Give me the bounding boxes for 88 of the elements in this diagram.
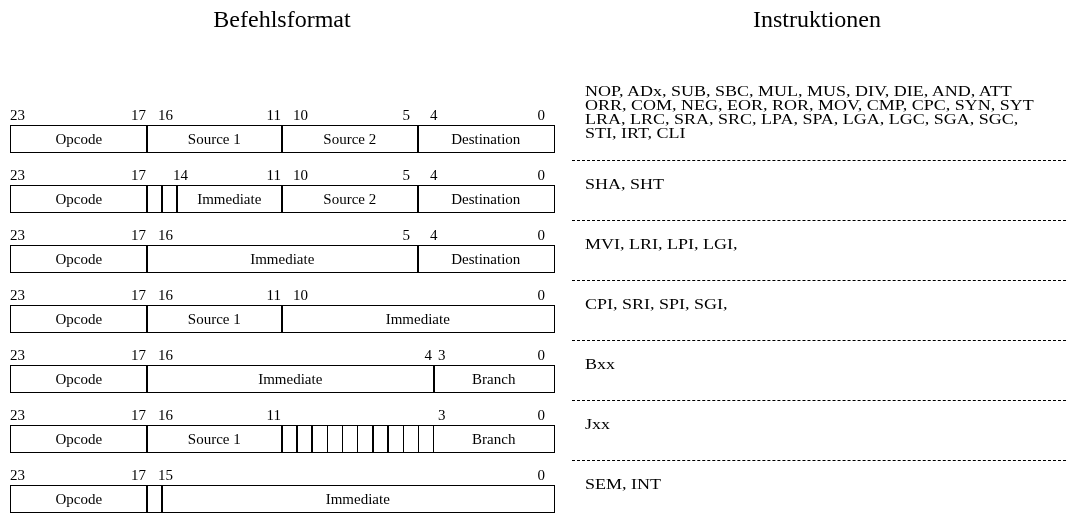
bit-field: Immediate: [281, 305, 555, 333]
bit-number: 17: [131, 407, 146, 423]
bit-field: Opcode: [10, 125, 148, 153]
bit-number: 11: [266, 407, 281, 423]
bit-number: 16: [158, 407, 173, 423]
bit-number: 0: [537, 347, 545, 363]
empty-bit-field: [281, 425, 298, 453]
bit-field: Immediate: [176, 185, 283, 213]
bit-number: 3: [438, 347, 446, 363]
empty-bit-field: [372, 425, 389, 453]
bit-number: 4: [430, 167, 438, 183]
bit-field: Branch: [433, 365, 555, 393]
instruction-list: SEM, INT: [585, 477, 1047, 491]
column-heading: Instruktionen: [753, 6, 881, 33]
instruction-list: MVI, LRI, LPI, LGI,: [585, 237, 1047, 251]
bit-field: Opcode: [10, 245, 148, 273]
bit-number: 3: [438, 407, 446, 423]
bit-number: 10: [293, 167, 308, 183]
empty-bit-field: [402, 425, 420, 453]
bit-number: 23: [10, 227, 25, 243]
bit-field: Source 1: [146, 425, 283, 453]
empty-bit-field: [341, 425, 359, 453]
bit-number: 17: [131, 107, 146, 123]
bit-number: 0: [537, 167, 545, 183]
bit-field: Source 1: [146, 305, 283, 333]
bit-number: 23: [10, 167, 25, 183]
bit-field: Destination: [417, 185, 555, 213]
bit-number: 16: [158, 227, 173, 243]
empty-bit-field: [417, 425, 435, 453]
bit-number: 4: [424, 347, 432, 363]
bit-number: 16: [158, 107, 173, 123]
bit-number: 11: [266, 107, 281, 123]
bit-number: 17: [131, 467, 146, 483]
bit-number: 0: [537, 407, 545, 423]
bit-number: 0: [537, 107, 545, 123]
bit-field: Branch: [433, 425, 555, 453]
bit-number: 4: [430, 107, 438, 123]
empty-bit-field: [357, 425, 374, 453]
bit-number: 0: [537, 227, 545, 243]
bit-number: 5: [402, 167, 410, 183]
bit-field: Source 1: [146, 125, 283, 153]
bit-field: Opcode: [10, 305, 148, 333]
bit-number: 17: [131, 227, 146, 243]
column-heading: Befehlsformat: [213, 6, 351, 33]
bit-number: 23: [10, 467, 25, 483]
bit-number: 10: [293, 107, 308, 123]
bit-field: Opcode: [10, 485, 148, 513]
bit-number: 10: [293, 287, 308, 303]
empty-bit-field: [161, 185, 178, 213]
empty-bit-field: [387, 425, 405, 453]
instruction-list: SHA, SHT: [585, 177, 1047, 191]
bit-number: 0: [537, 287, 545, 303]
bit-field: Immediate: [161, 485, 555, 513]
bit-number: 5: [402, 107, 410, 123]
empty-bit-field: [146, 185, 163, 213]
bit-number: 23: [10, 407, 25, 423]
bit-number: 11: [266, 287, 281, 303]
bit-field: Destination: [417, 125, 555, 153]
instruction-list: Bxx: [585, 357, 1047, 371]
bit-field: Source 2: [281, 125, 419, 153]
bit-number: 23: [10, 287, 25, 303]
empty-bit-field: [146, 485, 163, 513]
empty-bit-field: [311, 425, 329, 453]
bit-number: 17: [131, 167, 146, 183]
instruction-list: CPI, SRI, SPI, SGI,: [585, 297, 1047, 311]
empty-bit-field: [296, 425, 313, 453]
bit-number: 14: [173, 167, 188, 183]
bit-field: Immediate: [146, 365, 435, 393]
empty-bit-field: [326, 425, 344, 453]
bit-field: Source 2: [281, 185, 419, 213]
bit-number: 16: [158, 347, 173, 363]
bit-field: Destination: [417, 245, 555, 273]
bit-number: 4: [430, 227, 438, 243]
bit-number: 17: [131, 347, 146, 363]
instruction-list: Jxx: [585, 417, 1047, 431]
bit-field: Opcode: [10, 365, 148, 393]
bit-number: 23: [10, 347, 25, 363]
bit-field: Opcode: [10, 425, 148, 453]
bit-number: 0: [537, 467, 545, 483]
bit-number: 5: [402, 227, 410, 243]
bit-number: 15: [158, 467, 173, 483]
bit-field: Immediate: [146, 245, 419, 273]
bit-number: 11: [266, 167, 281, 183]
bit-number: 23: [10, 107, 25, 123]
bit-number: 16: [158, 287, 173, 303]
bit-number: 17: [131, 287, 146, 303]
bit-field: Opcode: [10, 185, 148, 213]
instruction-list: NOP, ADx, SUB, SBC, MUL, MUS, DIV, DIE, AND, ATT ORR, COM, NEG, EOR, ROR, MOV, CMP, CPC, SYN, SYT LRA, LRC, SRA, SRC, LPA, SPA, LGA, LGC, SGA, SGC, STI, IRT, CLI: [585, 84, 1047, 140]
